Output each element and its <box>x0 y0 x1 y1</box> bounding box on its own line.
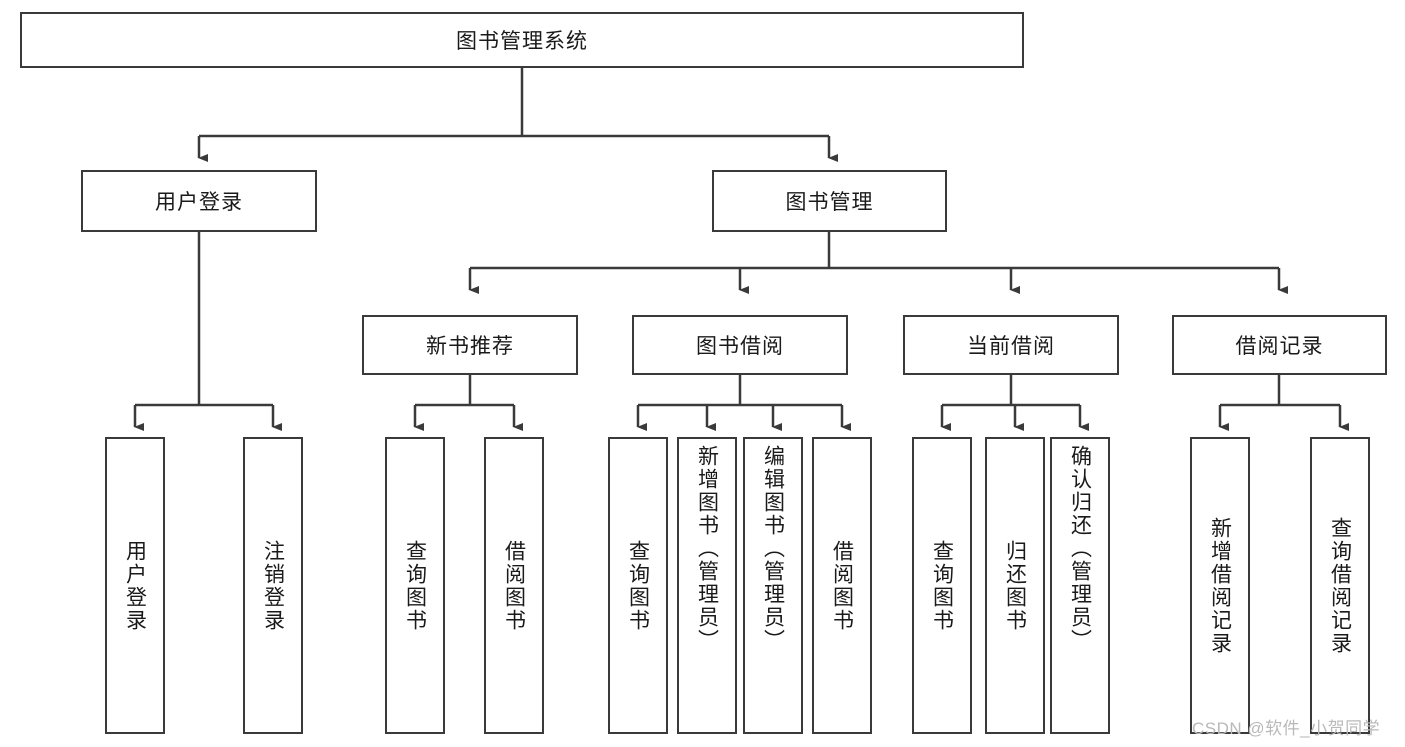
node-leaf-edit-book[interactable]: 编辑图书（管理员） <box>743 437 803 734</box>
node-label: 查询图书 <box>403 539 427 632</box>
node-label: 查询借阅记录 <box>1328 516 1352 655</box>
node-label: 借阅图书 <box>830 539 854 632</box>
node-label: 确认归还（管理员） <box>1068 445 1092 652</box>
csdn-watermark: CSDN @软件_小贺同学 <box>1192 719 1381 738</box>
node-label: 查询图书 <box>930 539 954 632</box>
node-book-borrow[interactable]: 图书借阅 <box>632 315 848 375</box>
node-leaf-confirm-return[interactable]: 确认归还（管理员） <box>1050 437 1110 734</box>
node-leaf-query-book-rec[interactable]: 查询图书 <box>385 437 445 734</box>
node-label: 借阅图书 <box>502 539 526 632</box>
node-leaf-add-book[interactable]: 新增图书（管理员） <box>677 437 737 734</box>
node-label: 图书管理 <box>785 191 874 214</box>
node-label: 新增借阅记录 <box>1208 516 1232 655</box>
node-current-borrow[interactable]: 当前借阅 <box>903 315 1119 375</box>
node-label: 编辑图书（管理员） <box>761 445 785 652</box>
node-leaf-query-book-b[interactable]: 查询图书 <box>608 437 668 734</box>
node-book-manage[interactable]: 图书管理 <box>712 170 947 232</box>
node-user-login[interactable]: 用户登录 <box>81 170 317 232</box>
node-label: 注销登录 <box>261 539 285 632</box>
node-leaf-query-record[interactable]: 查询借阅记录 <box>1310 437 1370 734</box>
node-leaf-user-login[interactable]: 用户登录 <box>105 437 165 734</box>
node-label: 用户登录 <box>123 539 147 632</box>
node-label: 新增图书（管理员） <box>695 445 719 652</box>
node-borrow-record[interactable]: 借阅记录 <box>1172 315 1387 375</box>
node-leaf-return-book[interactable]: 归还图书 <box>985 437 1045 734</box>
node-label: 归还图书 <box>1003 539 1027 632</box>
node-label: 当前借阅 <box>967 335 1055 358</box>
node-label: 查询图书 <box>626 539 650 632</box>
edge-group <box>133 68 1349 431</box>
node-label: 图书借阅 <box>696 335 784 358</box>
node-leaf-query-book-c[interactable]: 查询图书 <box>912 437 972 734</box>
node-leaf-borrow-book-b[interactable]: 借阅图书 <box>812 437 872 734</box>
node-leaf-borrow-book-rec[interactable]: 借阅图书 <box>484 437 544 734</box>
node-leaf-add-record[interactable]: 新增借阅记录 <box>1190 437 1250 734</box>
node-label: 借阅记录 <box>1235 335 1324 358</box>
node-label: 新书推荐 <box>426 335 514 358</box>
node-leaf-logout[interactable]: 注销登录 <box>243 437 303 734</box>
node-label: 用户登录 <box>155 191 243 214</box>
node-root[interactable]: 图书管理系统 <box>20 12 1024 68</box>
node-label: 图书管理系统 <box>456 30 588 53</box>
node-new-book-rec[interactable]: 新书推荐 <box>362 315 578 375</box>
